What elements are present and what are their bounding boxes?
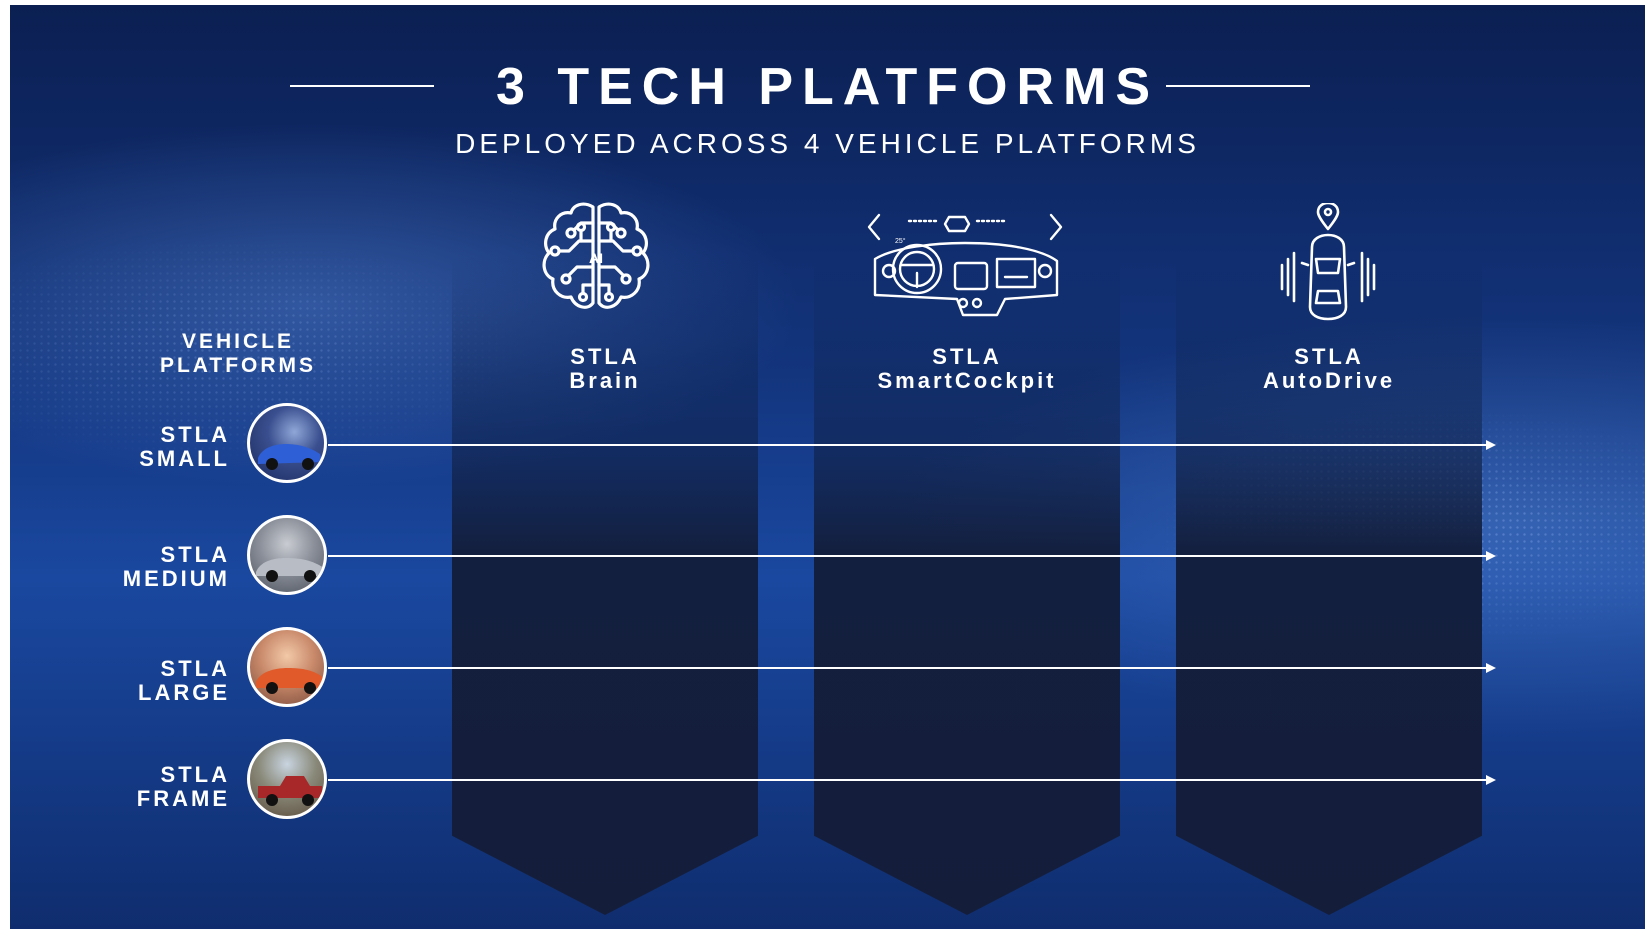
red-pickup-truck-photo [247,739,327,819]
arrow-line-medium [328,555,1488,557]
vehicle-row-label-medium: STLA MEDIUM [70,543,230,591]
arrow-line-frame [328,779,1488,781]
column-panel-brain [452,255,758,915]
vehicle-row-label-small: STLA SMALL [70,423,230,471]
tech-platform-line2: SmartCockpit [877,368,1057,393]
tech-platform-line1: STLA [932,344,1002,369]
vehicle-row-line2: FRAME [136,786,230,811]
arrow-head-icon [1486,440,1496,450]
vehicle-row-label-large: STLA LARGE [70,657,230,705]
vehicle-row-line1: STLA [160,542,230,567]
vehicle-platforms-heading-line2: PLATFORMS [159,354,317,377]
slide: 3 TECH PLATFORMS DEPLOYED ACROSS 4 VEHIC… [10,5,1645,929]
tech-platform-line1: STLA [1294,344,1364,369]
orange-muscle-car-photo [247,627,327,707]
autonomous-car-icon [1280,203,1376,321]
car-silhouette-icon [258,444,322,470]
car-silhouette-icon [256,668,324,694]
vehicle-row-line2: SMALL [139,446,230,471]
title-row: 3 TECH PLATFORMS [10,57,1645,117]
svg-text:AI: AI [589,250,603,266]
cockpit-dashboard-icon: 25° [867,213,1063,317]
vehicle-row-line1: STLA [160,762,230,787]
car-silhouette-icon [256,558,324,582]
title-rule-left [290,85,434,87]
page-title: 3 TECH PLATFORMS [495,58,1160,116]
arrow-head-icon [1486,775,1496,785]
tech-platform-heading-autodrive: STLA AutoDrive [1176,345,1482,393]
arrow-line-small [328,444,1488,446]
vehicle-row-line2: MEDIUM [122,566,230,591]
arrow-head-icon [1486,663,1496,673]
tech-platform-line2: AutoDrive [1262,368,1396,393]
arrow-line-large [328,667,1488,669]
column-panel-smartcockpit [814,255,1120,915]
svg-text:25°: 25° [895,237,906,245]
arrow-head-icon [1486,551,1496,561]
vehicle-row-line1: STLA [160,656,230,681]
page-subtitle: DEPLOYED ACROSS 4 VEHICLE PLATFORMS [455,128,1200,159]
tech-platform-heading-smartcockpit: STLA SmartCockpit [814,345,1120,393]
column-panel-autodrive [1176,255,1482,915]
silver-sedan-car-photo [247,515,327,595]
tech-platform-heading-brain: STLA Brain [452,345,758,393]
vehicle-platforms-heading-line1: VEHICLE [181,330,294,353]
ai-brain-icon: AI [542,202,650,309]
tech-platform-line2: Brain [569,368,641,393]
vehicle-row-line1: STLA [160,422,230,447]
truck-silhouette-icon [258,776,322,806]
tech-platform-line1: STLA [570,344,640,369]
title-rule-right [1166,85,1310,87]
blue-hatchback-car-photo [247,403,327,483]
vehicle-platforms-heading: VEHICLE PLATFORMS [138,330,338,378]
vehicle-row-label-frame: STLA FRAME [70,763,230,811]
vehicle-row-line2: LARGE [138,680,230,705]
